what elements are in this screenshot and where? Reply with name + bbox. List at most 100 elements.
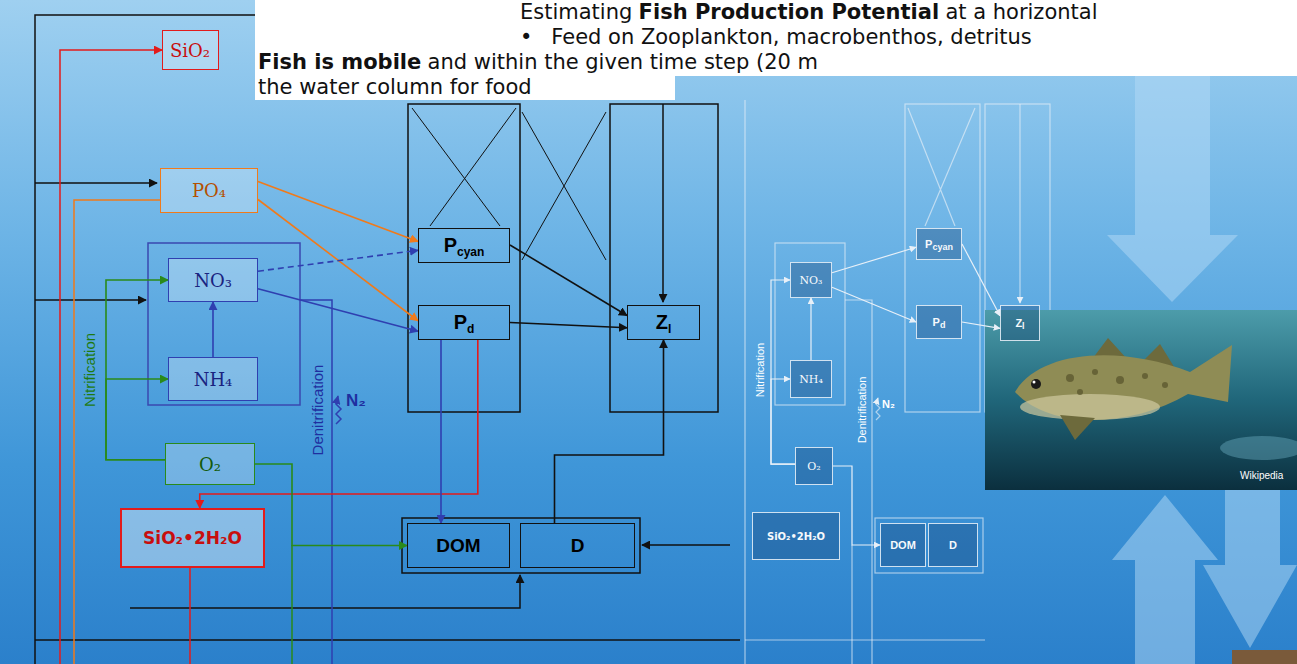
box-label: D	[949, 539, 957, 551]
panel-text: the water column for food	[258, 75, 532, 99]
box-label: Pd	[933, 316, 946, 328]
flux-arrow	[832, 247, 916, 273]
photo-corner	[1232, 650, 1297, 664]
nutrient-box: NO₃	[168, 258, 258, 302]
box-text: D	[949, 539, 957, 551]
box-text: SiO₂•2H₂O	[143, 528, 242, 548]
flux-arrow	[212, 302, 214, 357]
flux-arrow	[258, 200, 418, 321]
nitrogen-group	[148, 243, 300, 405]
nutrient-box: NH₄	[790, 360, 832, 398]
subscript-text: l	[668, 322, 671, 336]
oxygen-wire	[291, 545, 293, 664]
box-text: Z	[656, 311, 668, 334]
flux-arrow	[106, 280, 168, 460]
box-label: DOM	[890, 539, 916, 551]
box-label: NH₄	[194, 369, 233, 390]
bullet: •	[520, 25, 532, 49]
flux-wire	[412, 108, 516, 226]
panel-text: Fish Production Potential	[639, 0, 940, 24]
box-label: Zl	[1015, 317, 1024, 329]
box-text: O₂	[807, 460, 820, 473]
box-label: O₂	[199, 454, 221, 475]
down-arrow	[1107, 75, 1238, 302]
silica-box: SiO₂•2H₂O	[752, 512, 840, 560]
frame-wire	[744, 100, 745, 664]
flux-wire	[522, 112, 606, 260]
up-arrow	[1112, 495, 1218, 664]
flux-arrow	[833, 466, 880, 545]
input-wire	[662, 104, 664, 302]
box-text: D	[571, 535, 585, 557]
panel-text: at a horizontal	[945, 0, 1097, 24]
flux-arrow	[258, 289, 418, 331]
box-text: NH₄	[194, 369, 233, 390]
fish-body	[1015, 345, 1232, 420]
phytoplankton-box: Pd	[418, 305, 510, 340]
panel-text: Fish is mobile	[258, 50, 421, 74]
nutrient-box: PO₄	[160, 168, 258, 213]
detritus-group	[875, 518, 983, 573]
input-wire	[130, 575, 520, 608]
oxygen-box: O₂	[165, 443, 255, 485]
box-text: NH₄	[799, 373, 823, 386]
gas-zigzag	[336, 396, 341, 424]
box-label: SiO₂•2H₂O	[767, 531, 825, 542]
input-wire	[642, 544, 730, 546]
gas-label: N₂	[346, 392, 366, 411]
flux-arrow	[255, 464, 407, 546]
fish-eye	[1033, 381, 1036, 384]
box-text: NO₃	[799, 274, 822, 287]
flux-wire	[908, 108, 975, 226]
nutrient-box: SiO₂	[162, 30, 219, 70]
frame-wire	[35, 639, 740, 641]
box-label: NO₃	[194, 270, 232, 291]
text-line: the water column for food	[258, 75, 532, 100]
oxygen-wire	[851, 545, 852, 664]
panel-ground	[255, 0, 1297, 100]
zooplankton-box: Zl	[1000, 305, 1040, 341]
flux-arrow	[258, 182, 418, 242]
gas-label: N₂	[882, 398, 895, 410]
fish-spots	[1066, 369, 1168, 395]
fish-shape	[1220, 436, 1297, 460]
detritus-box: DOM	[880, 523, 926, 567]
flux-arrow	[555, 340, 664, 523]
flux-arrow	[510, 245, 627, 316]
box-label: Zl	[656, 311, 672, 334]
text-panel: Estimating Fish Production Potentialat a …	[255, 0, 1297, 100]
flux-arrow	[440, 340, 442, 523]
flux-arrow	[258, 250, 418, 271]
detritus-group	[402, 518, 640, 573]
flux-arrow	[810, 298, 811, 360]
fish-photo	[985, 310, 1297, 664]
nitrogen-group	[775, 243, 845, 405]
flux-arrow	[106, 379, 168, 460]
detritus-box: DOM	[407, 523, 510, 568]
fish-belly	[1020, 394, 1160, 420]
process-label: Denitrification	[310, 365, 327, 456]
input-wire	[1019, 104, 1020, 303]
phytoplankton-box: Pd	[916, 305, 962, 339]
nutrient-box: NO₃	[790, 262, 832, 298]
gas-zigzag	[876, 398, 880, 420]
silica-wire	[189, 568, 191, 664]
phosphate-wire	[74, 200, 160, 664]
text-line: Estimating Fish Production Potentialat a …	[520, 0, 1097, 25]
box-label: D	[571, 535, 585, 557]
phytoplankton-box: Pcyan	[916, 228, 962, 260]
process-label: Nitrification	[82, 333, 99, 407]
subscript-text: l	[1022, 321, 1025, 331]
panel-text: Feed on Zooplankton, macrobenthos, detri…	[551, 25, 1032, 49]
box-label: SiO₂•2H₂O	[143, 528, 242, 548]
subscript-text: d	[467, 322, 474, 336]
box-text: DOM	[436, 535, 480, 557]
zooplankton-box: Zl	[627, 305, 700, 340]
process-label: Nitrification	[754, 343, 766, 397]
flux-arrow	[832, 287, 916, 322]
box-label: NH₄	[799, 373, 823, 386]
subscript-text: cyan	[932, 242, 953, 252]
box-text: PO₄	[192, 180, 226, 201]
panel-text: Estimating	[520, 0, 632, 24]
